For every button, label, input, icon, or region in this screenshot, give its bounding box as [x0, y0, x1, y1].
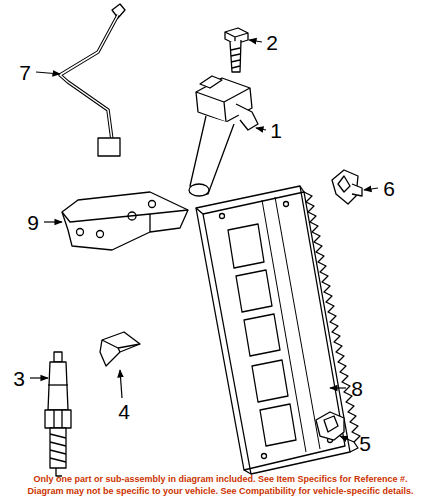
sensor-wire	[60, 4, 125, 156]
callout-number: 7	[19, 62, 31, 83]
callout-number: 2	[266, 32, 278, 53]
leader-lines	[30, 40, 378, 442]
callout-number: 5	[359, 433, 371, 454]
callout-number: 6	[383, 178, 395, 199]
ignition-coil	[189, 76, 258, 196]
callout-number: 3	[13, 368, 25, 389]
crank-sensor	[100, 332, 140, 366]
control-module	[196, 186, 360, 474]
footer-note: Diagram may not be specific to your vehi…	[0, 487, 441, 496]
callout-number: 1	[270, 120, 282, 141]
footer-note: Only one part or sub-assembly in diagram…	[0, 475, 441, 484]
bracket	[62, 192, 188, 250]
spark-plug	[45, 352, 71, 476]
callout-number: 8	[351, 378, 363, 399]
bolt	[225, 28, 248, 72]
callout-number: 4	[118, 401, 130, 422]
clip	[316, 412, 344, 440]
cam-sensor	[332, 170, 362, 204]
callout-number: 9	[27, 212, 39, 233]
